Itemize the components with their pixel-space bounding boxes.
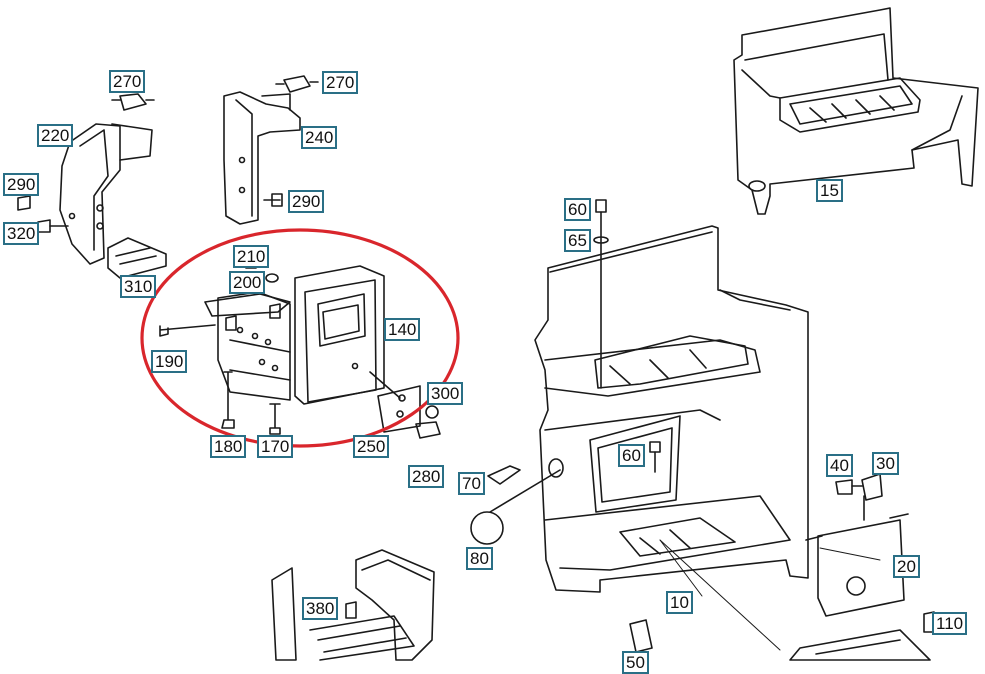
callout-110[interactable]: 110	[932, 612, 968, 635]
callout-310[interactable]: 310	[120, 275, 157, 298]
parts-diagram: 15 10 20 30 40 50 60 65 60 70 80 110 140…	[3, 7, 979, 674]
callout-220[interactable]: 220	[37, 124, 74, 147]
leader-lines	[659, 539, 881, 651]
callout-200[interactable]: 200	[229, 271, 266, 294]
callout-60-lower[interactable]: 60	[618, 444, 645, 467]
callout-270-left[interactable]: 270	[109, 70, 146, 93]
callout-190[interactable]: 190	[151, 350, 188, 373]
part-220-bracket	[17, 123, 167, 279]
callout-60-upper[interactable]: 60	[564, 198, 591, 221]
part-15-step-housing	[733, 7, 979, 215]
part-140-bracket-assembly	[159, 255, 441, 439]
part-10-step-housing	[534, 225, 809, 593]
callout-140[interactable]: 140	[384, 318, 421, 341]
part-20-cover	[805, 473, 935, 633]
callout-170[interactable]: 170	[257, 435, 294, 458]
fasteners-60-65	[593, 199, 661, 473]
callout-280[interactable]: 280	[408, 465, 445, 488]
parts-70-80	[470, 465, 561, 545]
exploded-view-drawing	[17, 7, 979, 661]
lower-step-assembly	[271, 549, 931, 661]
callout-270-right[interactable]: 270	[322, 71, 359, 94]
callout-10[interactable]: 10	[666, 591, 693, 614]
callout-50[interactable]: 50	[622, 651, 649, 674]
callout-30[interactable]: 30	[872, 452, 899, 475]
callout-290-right[interactable]: 290	[288, 190, 325, 213]
callout-210[interactable]: 210	[233, 245, 270, 268]
callout-240[interactable]: 240	[301, 126, 338, 149]
callout-20[interactable]: 20	[893, 555, 920, 578]
callout-40[interactable]: 40	[826, 454, 853, 477]
part-240-bracket	[111, 75, 319, 225]
callout-300[interactable]: 300	[427, 382, 464, 405]
callout-65[interactable]: 65	[564, 229, 591, 252]
callout-380[interactable]: 380	[302, 597, 339, 620]
callout-320[interactable]: 320	[3, 222, 40, 245]
callout-70[interactable]: 70	[458, 472, 485, 495]
callout-290-left[interactable]: 290	[3, 173, 40, 196]
callout-180[interactable]: 180	[210, 435, 247, 458]
highlight-ellipse	[140, 228, 460, 448]
callout-15[interactable]: 15	[816, 179, 843, 202]
callout-250[interactable]: 250	[353, 435, 390, 458]
callout-80[interactable]: 80	[466, 547, 493, 570]
